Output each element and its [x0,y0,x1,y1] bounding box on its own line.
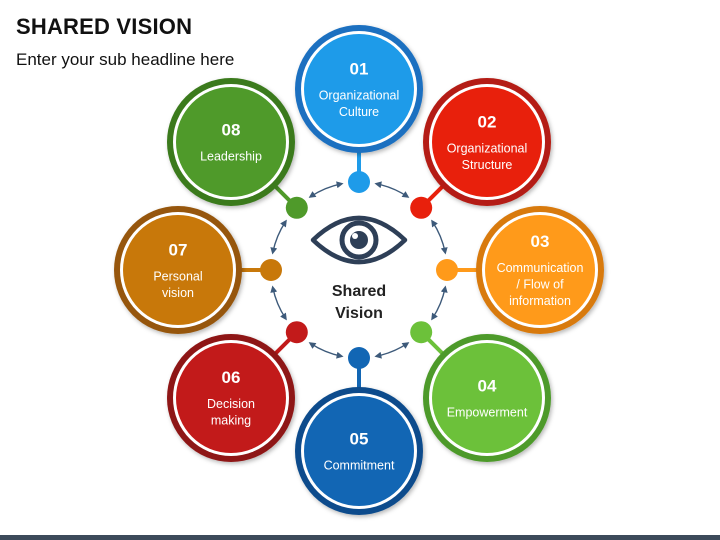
item-label-line: Communication [497,261,584,275]
item-fill [432,343,542,453]
cycle-arrow [374,342,410,359]
item-label-line: vision [162,286,194,300]
eye-icon [310,215,408,265]
item-fill [176,87,286,197]
item-label-line: Personal [153,269,202,283]
item-label-line: information [509,294,571,308]
item-label-line: Leadership [200,150,262,164]
item-label-line: Organizational [319,88,400,102]
item-number: 01 [350,59,369,78]
bottom-bar [0,535,720,540]
connector-dot [285,321,308,344]
connector-dot [285,196,308,219]
item-number: 03 [531,232,550,251]
center-label-line: Vision [335,305,383,322]
connector-dot [348,171,370,193]
connector-dot [410,321,433,344]
item-number: 02 [478,112,497,131]
item-label-line: / Flow of [516,278,564,292]
cycle-arrow [431,285,448,321]
item-label-line: Culture [339,105,379,119]
item-fill [304,396,414,506]
connector-dot [348,347,370,369]
connector-dot [260,259,282,281]
item-fill [304,34,414,144]
item-number: 05 [350,430,369,449]
item-label-line: Decision [207,397,255,411]
item-number: 08 [222,121,241,140]
page-subtitle: Enter your sub headline here [16,50,235,69]
item-label-line: Empowerment [447,406,528,420]
cycle-arrow [270,285,287,321]
item-fill [485,215,595,325]
item-label-line: Structure [462,158,513,172]
connectors [240,151,478,389]
item-label-line: Organizational [447,141,528,155]
cycle-arrow [374,181,410,198]
cycle-arrow [308,342,344,359]
cycle-arrow [308,181,344,198]
item-number: 07 [169,240,188,259]
item-label-line: Commitment [324,459,395,473]
page-title: SHARED VISION [16,14,193,39]
connector-dot [436,259,458,281]
item-circles: 01OrganizationalCulture02OrganizationalS… [114,25,604,515]
item-label-line: making [211,414,251,428]
item-fill [123,215,233,325]
item-fill [176,343,286,453]
item-number: 06 [222,368,241,387]
cycle-arrow [270,219,287,255]
connector-dot [410,196,433,219]
center-label-line: Shared [332,283,386,300]
item-number: 04 [478,377,497,396]
item-fill [432,87,542,197]
cycle-arrow [431,219,448,255]
cycle-arrows [270,181,448,359]
